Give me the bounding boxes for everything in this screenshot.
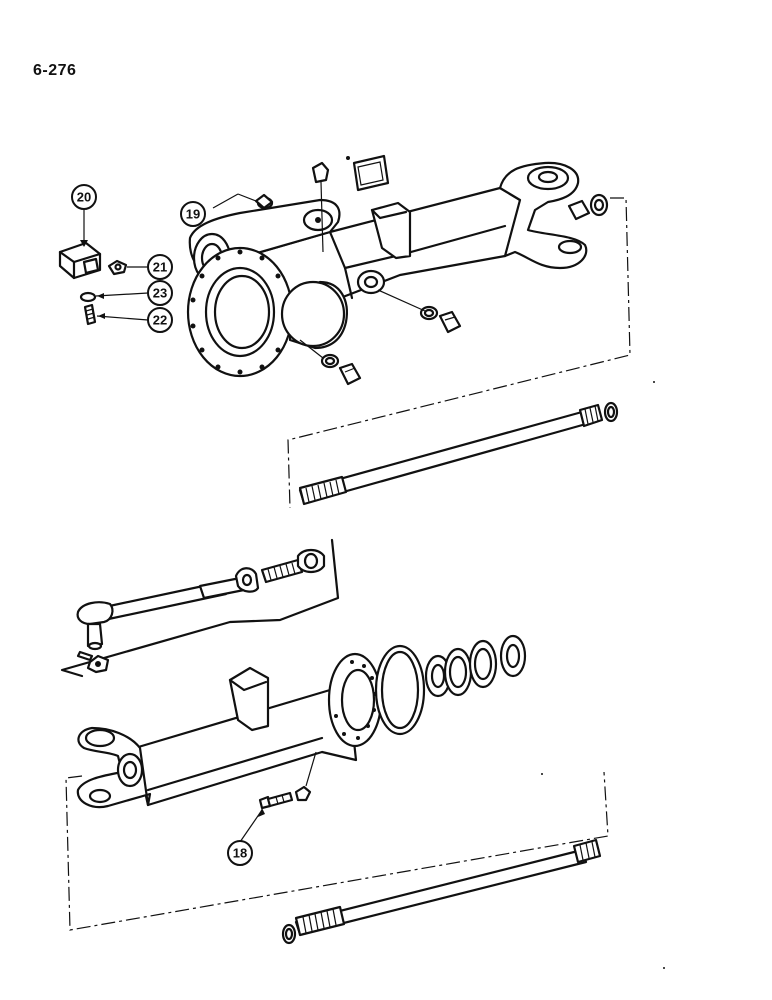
grease-fitting-19: 19 bbox=[180, 193, 274, 227]
lower-shaft-dashed-frame bbox=[65, 771, 609, 931]
page-number: 6-276 bbox=[33, 62, 77, 79]
breather-cap bbox=[311, 156, 350, 253]
lower-axle-housing bbox=[76, 652, 383, 809]
sensor-bracket-20: 20 bbox=[58, 184, 102, 280]
callout-22-label: 22 bbox=[153, 313, 167, 328]
seal-ring bbox=[374, 644, 426, 736]
upper-axle-housing bbox=[186, 161, 588, 378]
callout-20-label: 20 bbox=[77, 190, 91, 205]
washer-23: 23 bbox=[79, 280, 173, 306]
gasket-plate bbox=[352, 154, 390, 192]
callout-19-label: 19 bbox=[186, 207, 200, 222]
callout-18-label: 18 bbox=[233, 846, 247, 861]
bushing-and-seal bbox=[567, 193, 609, 221]
nut-21: 21 bbox=[107, 254, 173, 280]
lower-axle-shaft bbox=[281, 838, 602, 945]
drain-plug-and-washer-lower bbox=[320, 353, 362, 386]
tie-rod-frame bbox=[60, 538, 340, 678]
callout-23 bbox=[147, 280, 173, 306]
upper-shaft-dashed-frame bbox=[287, 197, 631, 509]
setscrew-22: 22 bbox=[83, 303, 173, 333]
upper-axle-shaft bbox=[298, 401, 619, 506]
bearing-stack bbox=[424, 634, 527, 698]
tie-rod-assembly bbox=[76, 548, 326, 674]
callout-22 bbox=[147, 307, 173, 333]
callout-21-label: 21 bbox=[153, 260, 167, 275]
callout-21 bbox=[147, 254, 173, 280]
drain-plug-and-washer-right bbox=[419, 305, 462, 334]
callout-23-label: 23 bbox=[153, 286, 167, 301]
bolt-18: 18 bbox=[227, 785, 312, 866]
callout-20 bbox=[71, 184, 97, 210]
callout-19 bbox=[180, 201, 206, 227]
callout-18 bbox=[227, 840, 253, 866]
